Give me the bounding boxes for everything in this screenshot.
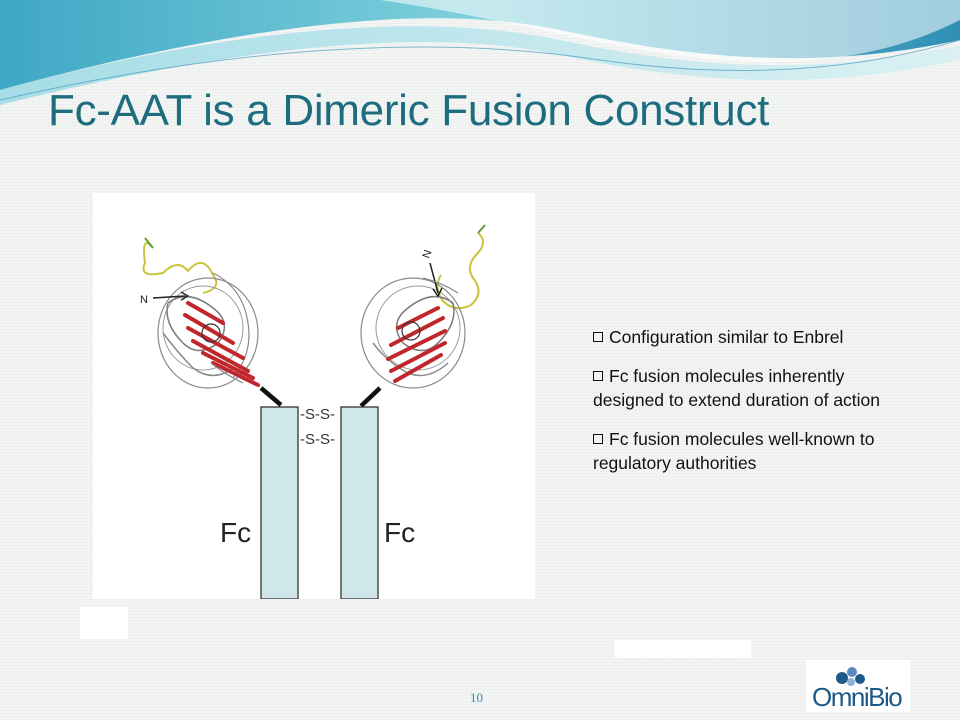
logo-molecule-icon bbox=[836, 667, 865, 686]
fc-label-right: Fc bbox=[384, 517, 416, 548]
page-number: 10 bbox=[470, 690, 483, 705]
logo-text: OmniBio bbox=[812, 682, 903, 713]
n-terminus-label: N bbox=[421, 248, 435, 260]
n-terminus-label: N bbox=[140, 294, 148, 306]
disulfide-bond-top: -S-S- bbox=[300, 406, 335, 423]
fc-bar-right bbox=[340, 406, 379, 599]
checkbox-bullet-icon bbox=[593, 332, 603, 342]
logo-omni: Omni bbox=[812, 682, 870, 712]
bullet-text: Fc fusion molecules well-known to regula… bbox=[593, 429, 875, 473]
bullet-item: Configuration similar to Enbrel bbox=[593, 325, 893, 349]
bullet-item: Fc fusion molecules inherently designed … bbox=[593, 364, 893, 412]
bullet-item: Fc fusion molecules well-known to regula… bbox=[593, 427, 893, 475]
fc-bar-left bbox=[260, 406, 299, 599]
aat-domain-left bbox=[142, 237, 283, 407]
fc-label-left: Fc bbox=[220, 517, 252, 548]
slide-title: Fc-AAT is a Dimeric Fusion Construct bbox=[48, 86, 770, 135]
checkbox-bullet-icon bbox=[593, 434, 603, 444]
fc-aat-structure-illustration: NN bbox=[140, 224, 486, 599]
bullet-list: Configuration similar to Enbrel Fc fusio… bbox=[593, 325, 893, 490]
header-wave-banner bbox=[0, 0, 960, 105]
aat-domain-right bbox=[359, 224, 486, 408]
disulfide-bond-bottom: -S-S- bbox=[300, 431, 335, 448]
blank-patch bbox=[80, 607, 128, 639]
logo-bio: Bio bbox=[868, 682, 903, 712]
bullet-text: Configuration similar to Enbrel bbox=[609, 327, 844, 347]
blank-patch bbox=[615, 640, 751, 658]
omnibio-logo: OmniBio bbox=[806, 660, 910, 712]
checkbox-bullet-icon bbox=[593, 371, 603, 381]
bullet-text: Fc fusion molecules inherently designed … bbox=[593, 366, 881, 410]
